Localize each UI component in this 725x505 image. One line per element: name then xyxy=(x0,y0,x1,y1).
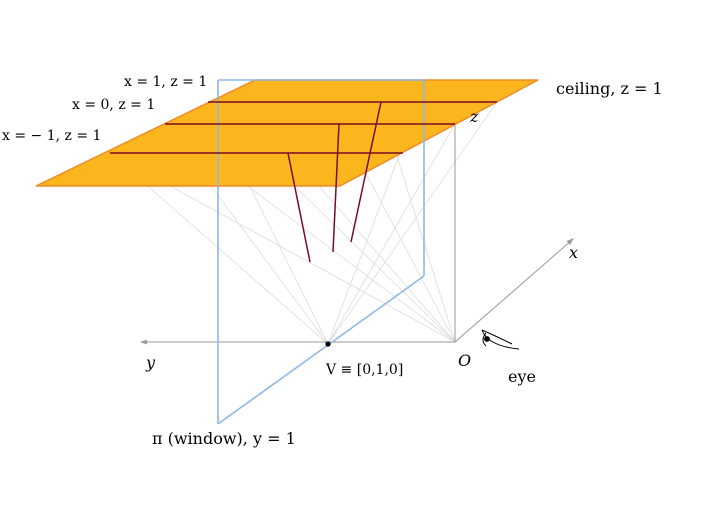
label-eye: eye xyxy=(508,367,536,386)
label-axis-y: y xyxy=(145,353,156,372)
y-axis-arrowhead xyxy=(140,339,147,345)
x-axis xyxy=(454,239,573,343)
projected-line-xm1 xyxy=(287,152,311,263)
label-line-x0: x = 0, z = 1 xyxy=(72,97,155,113)
label-line-x1: x = 1, z = 1 xyxy=(124,74,207,90)
ceiling-plane xyxy=(35,79,539,187)
axes xyxy=(142,95,573,343)
vanishing-point-dot xyxy=(325,341,331,347)
label-ceiling: ceiling, z = 1 xyxy=(556,79,663,98)
projection-rays xyxy=(109,101,498,345)
label-axis-z: z xyxy=(469,107,479,126)
label-window: π (window), y = 1 xyxy=(152,429,296,448)
window-plane xyxy=(217,186,425,425)
projected-line-x1 xyxy=(350,101,382,243)
x-axis-arrowhead xyxy=(566,238,574,245)
label-line-xm1: x = − 1, z = 1 xyxy=(2,128,101,144)
projected-lines xyxy=(287,101,382,263)
projected-line-x0 xyxy=(332,123,340,253)
label-axis-x: x xyxy=(569,243,578,262)
label-vanishing-point: V ≡ [0,1,0] xyxy=(325,362,403,378)
label-origin: O xyxy=(458,351,471,370)
window-plane-top xyxy=(217,79,425,186)
eye-icon xyxy=(481,329,520,350)
ceiling-lines xyxy=(110,101,497,154)
